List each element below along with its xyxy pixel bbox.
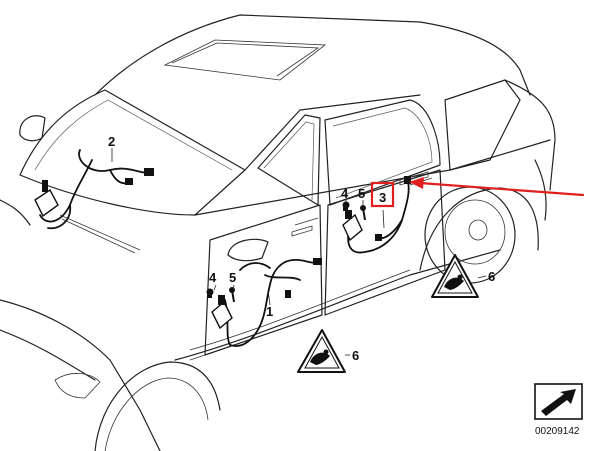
callout-label-6-front: 6 [352, 348, 359, 363]
callout-leaders [111, 148, 487, 356]
callout-label-5-front: 5 [229, 270, 236, 285]
callout-label-6-rear: 6 [488, 269, 495, 284]
harness-rear-door [342, 176, 411, 254]
highlight-box [370, 181, 395, 208]
catalog-reference-icon [534, 383, 583, 420]
callout-label-4-rear: 4 [341, 186, 349, 201]
harness-dashboard [34, 149, 154, 230]
red-arrow-icon [409, 177, 585, 197]
airbag-warning-triangle-icon [297, 329, 346, 373]
callout-label-4-front: 4 [209, 270, 217, 285]
callout-label-1: 1 [266, 304, 273, 319]
car-body-outline [0, 14, 556, 451]
reference-number: 00209142 [535, 426, 580, 437]
parts-rear-4-5 [342, 201, 366, 221]
harness-front-door [211, 258, 322, 347]
callout-label-2: 2 [108, 134, 115, 149]
callout-label-5-rear: 5 [358, 186, 365, 201]
airbag-warning-triangle-icon [431, 254, 479, 298]
callout-label-3: 3 [379, 190, 386, 205]
